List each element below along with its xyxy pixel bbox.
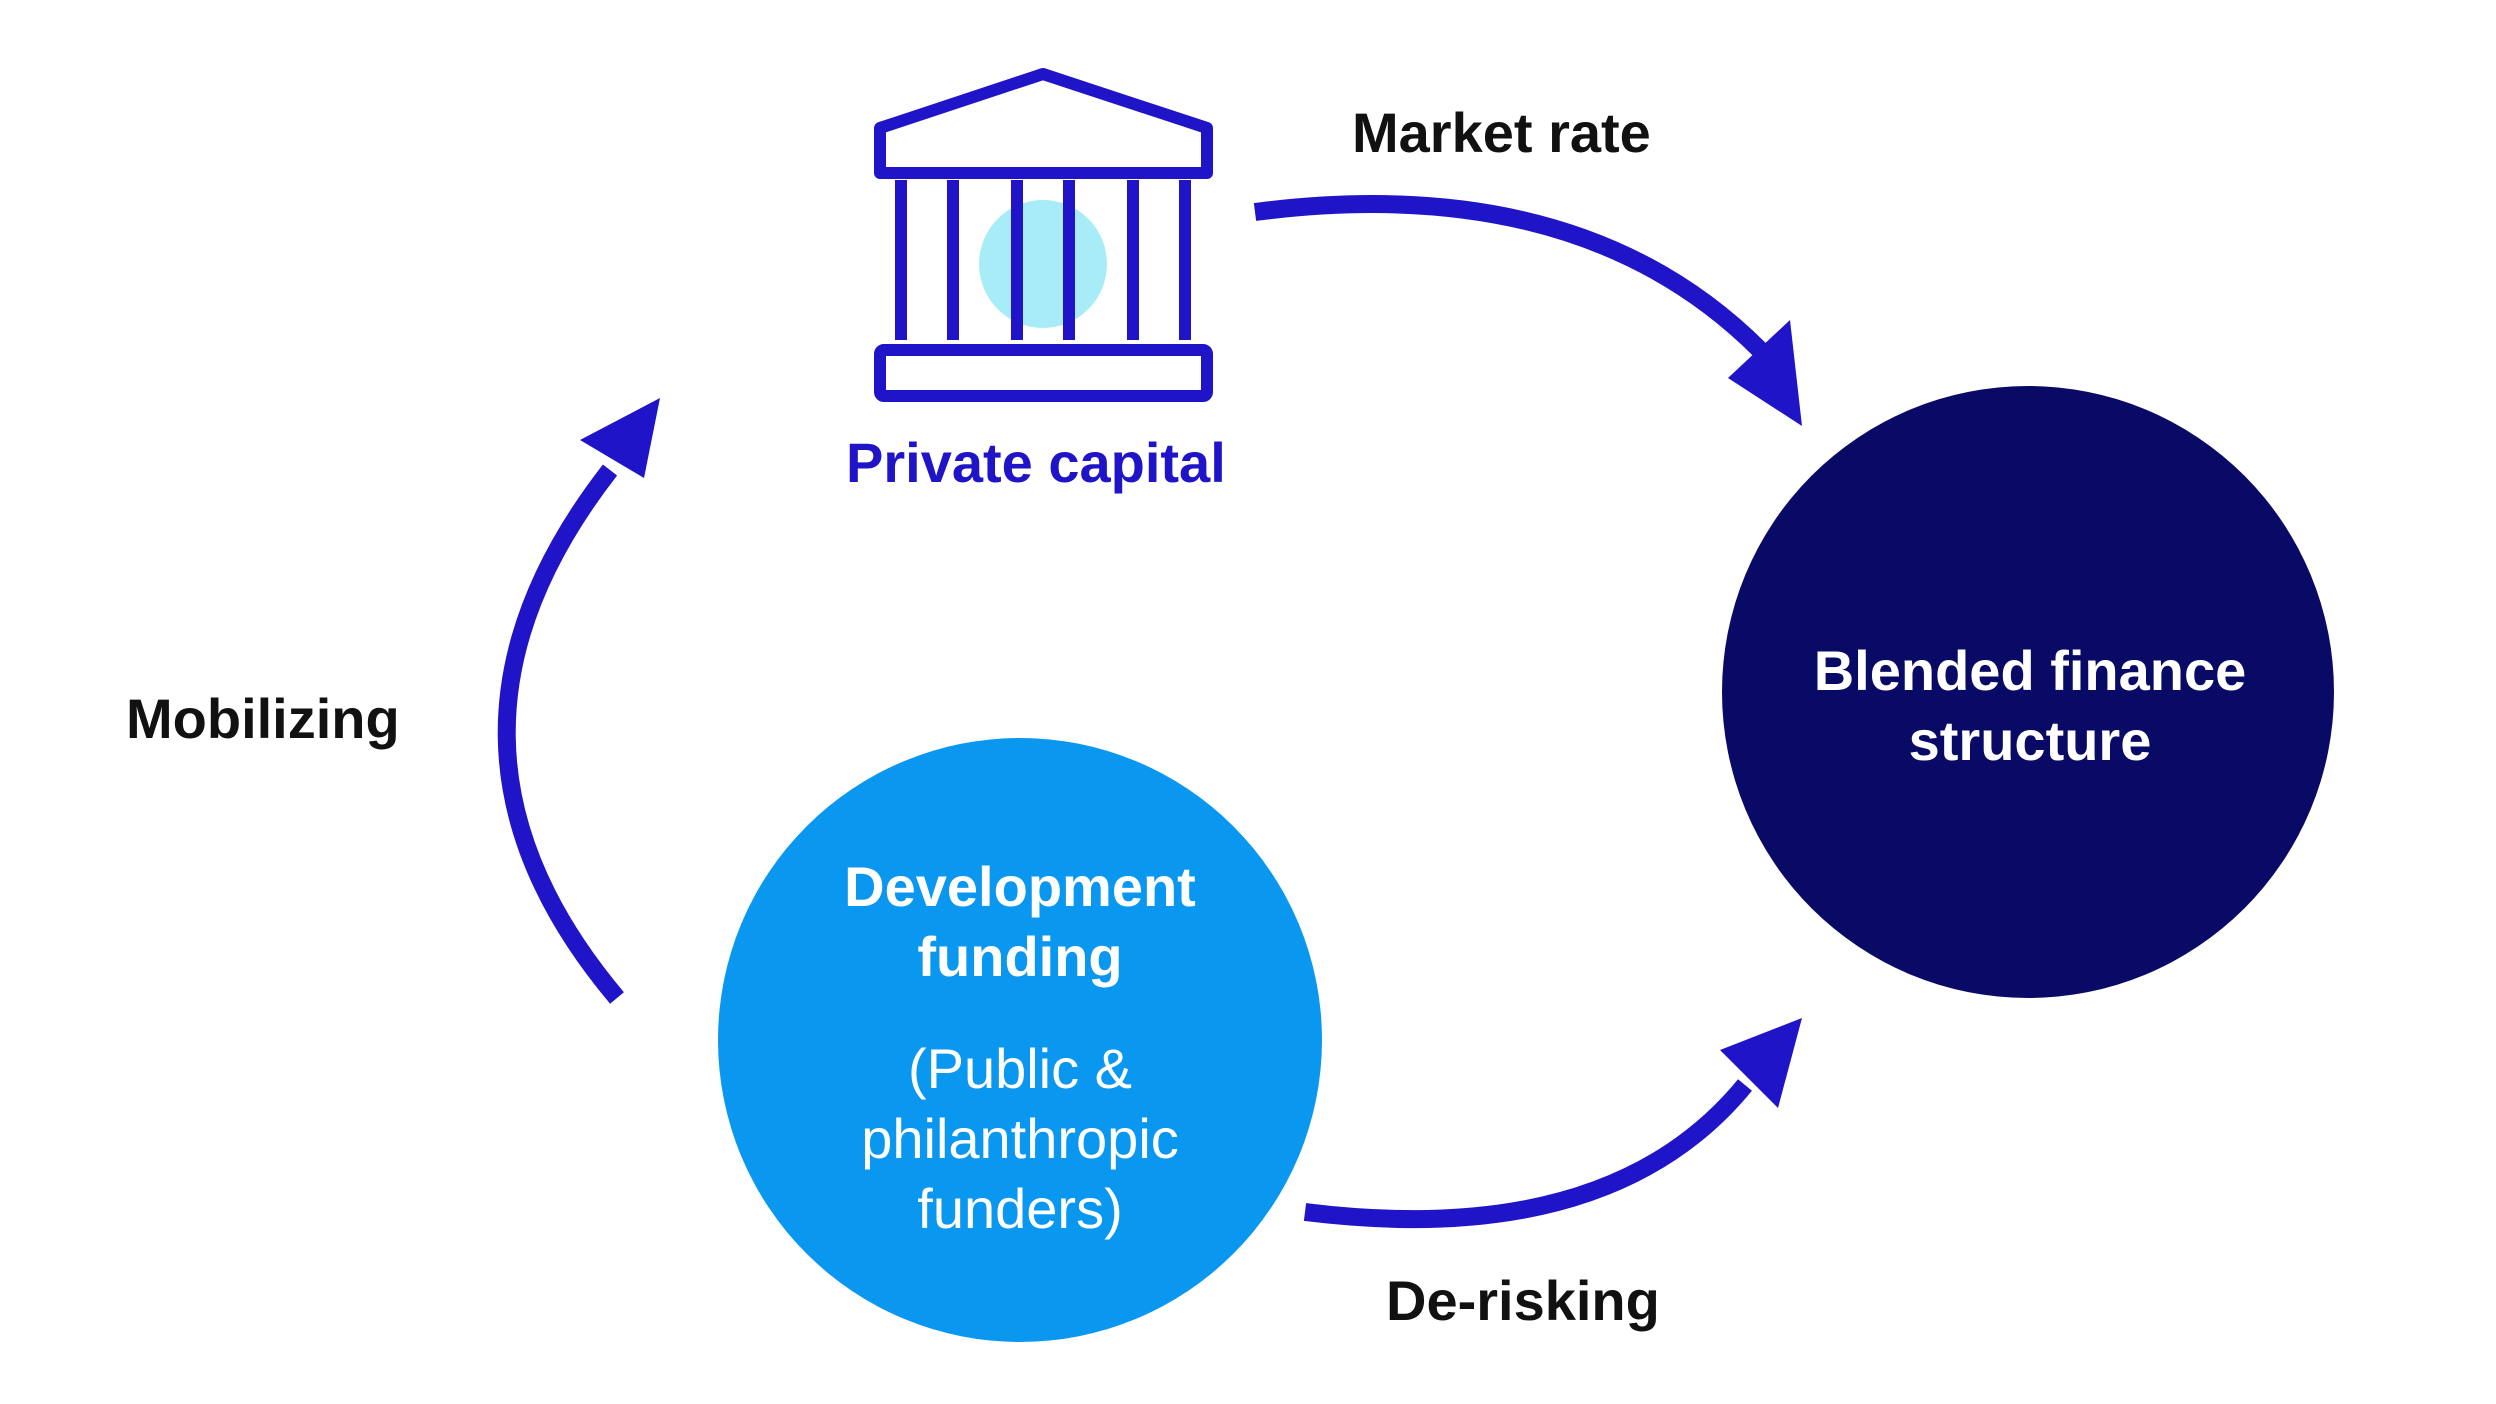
private-capital-label: Private capital <box>846 431 1226 494</box>
bank-columns <box>895 180 1191 340</box>
mobilizing-arrow <box>497 398 660 1004</box>
bank-roof <box>874 68 1213 179</box>
bank-building-icon <box>874 68 1213 402</box>
de-risking-label: De-risking <box>1386 1269 1660 1332</box>
development-funding-subtitle: (Public & philanthropic funders) <box>861 1037 1179 1240</box>
de-risking-arrow <box>1303 1018 1802 1229</box>
bank-base <box>874 344 1213 402</box>
development-funding-title: Development funding <box>844 855 1196 988</box>
market-rate-label: Market rate <box>1352 101 1651 164</box>
development-funding-text: Development funding (Public & philanthro… <box>720 852 1320 1244</box>
market-rate-arrow <box>1253 195 1802 426</box>
blended-finance-circle <box>1722 386 2334 998</box>
blended-finance-label: Blended finance structure <box>1813 639 2247 772</box>
mobilizing-label: Mobilizing <box>126 687 400 750</box>
icon-accent-circle <box>979 200 1107 328</box>
development-funding-circle <box>718 738 1322 1342</box>
